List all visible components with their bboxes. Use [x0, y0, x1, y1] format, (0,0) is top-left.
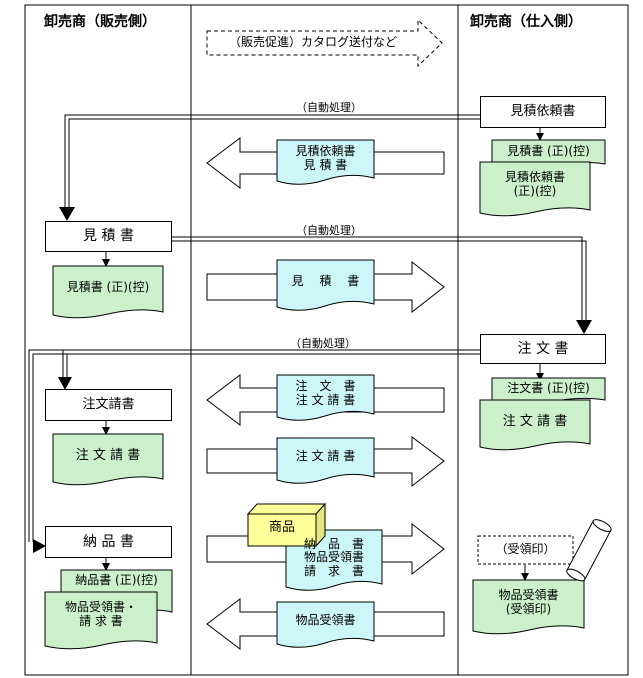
flow-2-label: 見 積 書	[291, 274, 360, 289]
goods-cube	[246, 502, 327, 548]
flow-3-label: 注 文 書 注 文 請 書	[295, 379, 356, 407]
outer-frame	[24, 4, 629, 676]
box-chumon: 注 文 書	[480, 334, 606, 364]
flow-5-label: 納 品 書 物品受領書 請 求 書	[303, 537, 364, 578]
juryo-box	[477, 535, 574, 565]
doc-r-chumon-copy: 注文書 (正)(控)	[507, 381, 590, 396]
doc-l-buppin: 物品受領書・ 請 求 書	[64, 600, 137, 628]
doc-r-chumon-uke: 注 文 請 書	[502, 413, 568, 429]
connectors	[28, 114, 587, 542]
doc-r-mitsumori-copy: 見積書 (正)(控)	[507, 144, 590, 159]
auto-label-1: （自動処理）	[296, 101, 362, 114]
arrow-heads	[33, 207, 592, 553]
header-right: 卸売商（仕入側）	[470, 14, 582, 30]
green-docs	[44, 139, 606, 650]
doc-r-irai-copy: 見積依頼書 (正)(控)	[504, 170, 565, 198]
box-nohin: 納 品 書	[45, 526, 172, 558]
doc-l-nohin-copy: 納品書 (正)(控)	[75, 573, 158, 588]
header-left: 卸売商（販売側）	[44, 14, 156, 30]
auto-label-2: （自動処理）	[296, 224, 362, 237]
flow-6-label: 物品受領書	[295, 613, 356, 628]
goods-label: 商品	[268, 519, 295, 535]
box-chumon-uke: 注文請書	[45, 389, 172, 421]
juryo-label: （受領印）	[495, 542, 556, 557]
doc-r-buppin: 物品受領書 (受領印)	[498, 588, 559, 616]
small-arrows	[102, 128, 544, 581]
flow-4-label: 注 文 請 書	[295, 449, 356, 464]
promo-arrow	[206, 18, 443, 68]
stamp-icon	[566, 519, 612, 582]
auto-label-3: （自動処理）	[290, 337, 356, 350]
doc-l-mitsumori-copy: 見積書 (正)(控)	[66, 280, 150, 295]
promo-label: （販売促進）カタログ送付など	[228, 35, 397, 50]
flow-1-label: 見積依頼書 見 積 書	[295, 144, 356, 172]
box-mitsumori-irai: 見積依頼書	[480, 96, 606, 128]
doc-l-chumon-uke: 注 文 請 書	[75, 447, 141, 463]
box-mitsumori: 見 積 書	[45, 221, 172, 252]
